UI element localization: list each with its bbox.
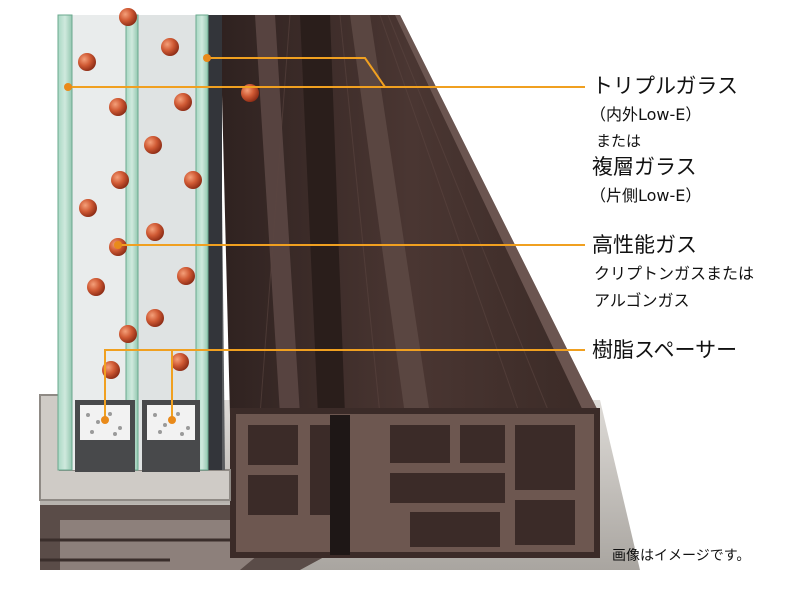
label-gas-note-1: クリプトンガスまたは — [594, 264, 755, 283]
label-spacer: 樹脂スペーサー — [592, 338, 738, 362]
gas-ball-icon — [177, 267, 195, 285]
leader-dots — [64, 54, 211, 424]
gas-ball-icon — [119, 325, 137, 343]
gas-ball-icon — [87, 278, 105, 296]
gas-ball-icon — [241, 84, 259, 102]
gas-ball-icon — [78, 53, 96, 71]
gas-ball-icon — [184, 171, 202, 189]
image-caption: 画像はイメージです。 — [612, 548, 751, 564]
resin-frame — [220, 14, 600, 416]
label-triple-glass-note: （内外Low-E） — [590, 105, 702, 124]
label-double-glass-note: （片側Low-E） — [590, 186, 702, 205]
label-gas-note-2: アルゴンガス — [594, 291, 690, 310]
gas-ball-icon — [109, 98, 127, 116]
leader-spacer-1 — [104, 349, 585, 420]
label-double-glass: 複層ガラス — [592, 155, 697, 179]
gas-ball-icon — [102, 361, 120, 379]
gas-ball-icon — [146, 309, 164, 327]
gas-ball-icon — [161, 38, 179, 56]
gas-ball-icon — [174, 93, 192, 111]
label-gas: 高性能ガス — [592, 233, 697, 257]
gas-ball-icon — [171, 353, 189, 371]
gas-ball-icon — [144, 136, 162, 154]
gas-ball-icon — [119, 8, 137, 26]
frame-profile — [230, 408, 600, 558]
gas-ball-icon — [146, 223, 164, 241]
gas-ball-icon — [111, 171, 129, 189]
label-triple-glass: トリプルガラス — [592, 74, 738, 98]
leader-triple-glass-2 — [207, 57, 386, 88]
label-or: または — [596, 132, 642, 150]
leader-lines — [68, 57, 585, 420]
gas-ball-icon — [79, 199, 97, 217]
